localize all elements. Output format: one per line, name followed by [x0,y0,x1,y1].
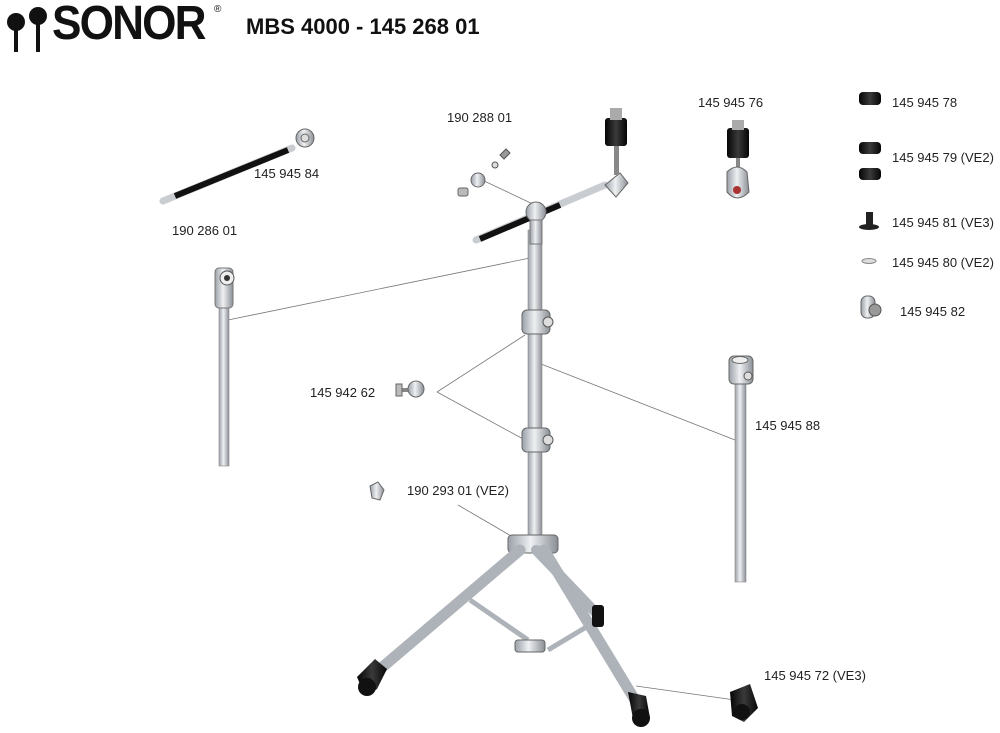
lower-tube-part [728,355,754,583]
part-label-145-945-84: 145 945 84 [254,166,320,181]
rubber-foot-part [730,684,758,722]
part-label-190-288-01: 190 288 01 [447,110,513,125]
part-label-145-945-79: 145 945 79 (VE2) [892,150,994,165]
part-label-190-293-01: 190 293 01 (VE2) [407,483,509,498]
part-label-145-945-80: 145 945 80 (VE2) [892,255,994,270]
tilter-screws-part [457,148,511,197]
page-title: MBS 4000 - 145 268 01 [246,14,480,39]
brand-registered-mark: ® [214,4,222,15]
tilter-assembly-part [726,120,750,199]
part-label-145-945-76: 145 945 76 [698,95,764,110]
sleeve-part [859,212,879,230]
part-label-145-942-62: 145 942 62 [310,385,376,400]
part-label-145-945-72: 145 945 72 (VE3) [764,668,866,683]
felt-part [859,92,881,105]
part-label-145-945-78: 145 945 78 [892,95,958,110]
part-label-145-945-82: 145 945 82 [900,304,966,319]
part-label-145-945-88: 145 945 88 [755,418,821,433]
leader-lines [227,179,736,701]
wing-screw-part [860,295,882,319]
felt-pair-part [859,142,881,180]
sonor-logo-icon [7,7,47,52]
part-label-145-945-81: 145 945 81 (VE3) [892,215,994,230]
wing-nut-part [369,481,385,501]
brand-name: SONOR [52,0,207,50]
part-label-190-286-01: 190 286 01 [172,223,238,238]
top-tube-part [214,267,235,467]
main-stand [357,108,650,727]
boom-arm-part [159,128,315,205]
washer-part [861,258,877,264]
clamp-screw-part [395,380,425,398]
